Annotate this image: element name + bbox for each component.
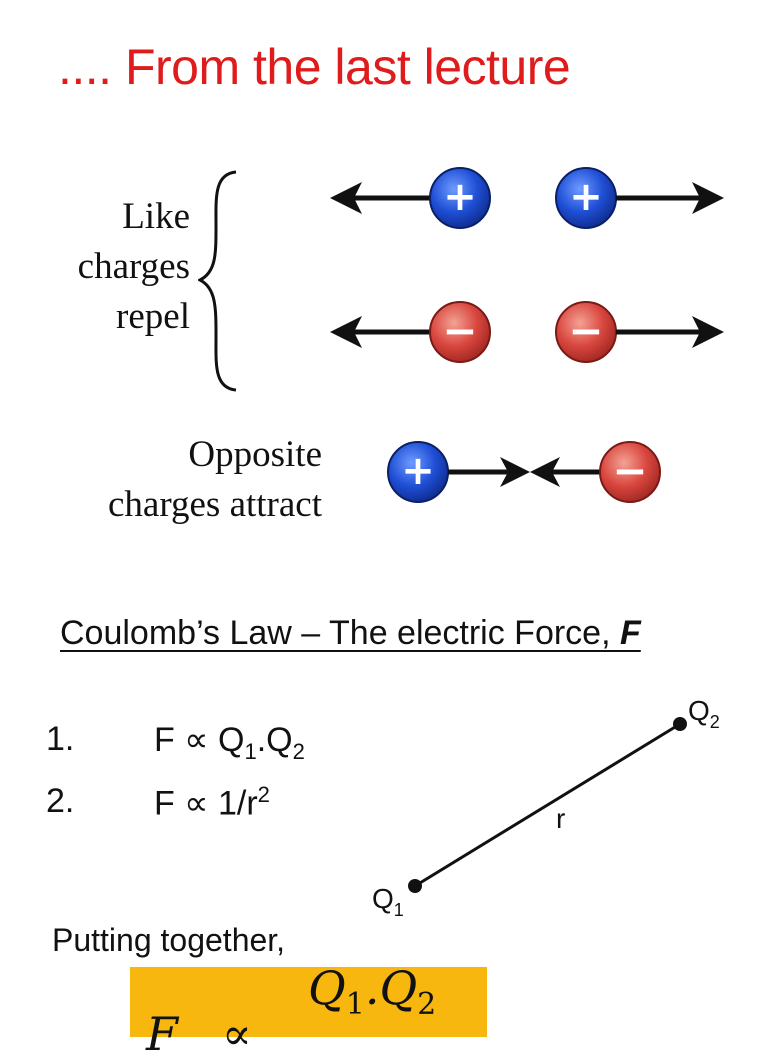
negative-charge-icon [599,441,661,503]
arrow-right-icon [692,182,724,214]
row-positive-repel: + + [330,167,724,229]
arrow-left-icon [330,182,362,214]
item-expression: F ∝ 1/r2 [154,782,270,823]
formula-force: F [146,1007,178,1061]
opposite-line-2: charges attract [108,484,322,525]
opposite-line-1: Opposite [188,434,322,475]
plus-symbol: + [401,448,435,494]
distance-line [414,722,681,888]
law-item-2: 2. F ∝ 1/r2 [46,782,406,822]
plus-symbol: + [569,174,603,220]
charge-q2-dot [673,717,687,731]
item-number: 1. [46,720,75,758]
slide-title: .... From the last lecture [58,39,571,95]
coulomb-formula-box: Q1.Q2 F ∝ [130,961,487,1061]
opposite-charges-label: Opposite charges attract [108,430,322,530]
arrow-left-icon [330,316,362,348]
row-negative-repel: − − [330,301,724,363]
q1-label: Q1 [372,883,404,920]
like-line-3: repel [116,296,190,337]
minus-symbol: − [568,306,603,355]
like-line-2: charges [77,246,190,287]
formula-numerator: Q1.Q2 [308,961,437,1023]
negative-charge-icon [429,301,491,363]
charge-illustration: + + − − + − [330,167,724,503]
coulomb-law-heading: Coulomb’s Law – The electric Force, F [60,614,641,653]
curly-brace [198,170,237,392]
item-expression: F ∝ Q1.Q2 [154,721,305,764]
charge-distance-diagram: Q1 Q2 r [372,695,720,920]
positive-charge-icon [429,167,491,229]
putting-together-text: Putting together, [52,922,286,958]
row-opposite-attract: + − [387,441,661,503]
charge-q1-dot [408,879,422,893]
law-item-1: 1. F ∝ Q1.Q2 [46,720,406,764]
law-heading-force-var: F [620,614,641,652]
q2-label: Q2 [688,695,720,732]
r-label: r [556,803,565,834]
like-line-1: Like [122,196,190,237]
minus-symbol: − [442,306,477,355]
like-charges-label: Like charges repel [78,192,190,342]
arrow-right-icon [500,457,530,487]
plus-symbol: + [443,174,477,220]
minus-symbol: − [612,446,647,495]
formula-proportional: ∝ [222,1009,252,1060]
arrow-left-icon [530,457,560,487]
law-heading-text: Coulomb’s Law – The electric Force, [60,614,620,652]
item-number: 2. [46,782,75,820]
arrow-right-icon [692,316,724,348]
